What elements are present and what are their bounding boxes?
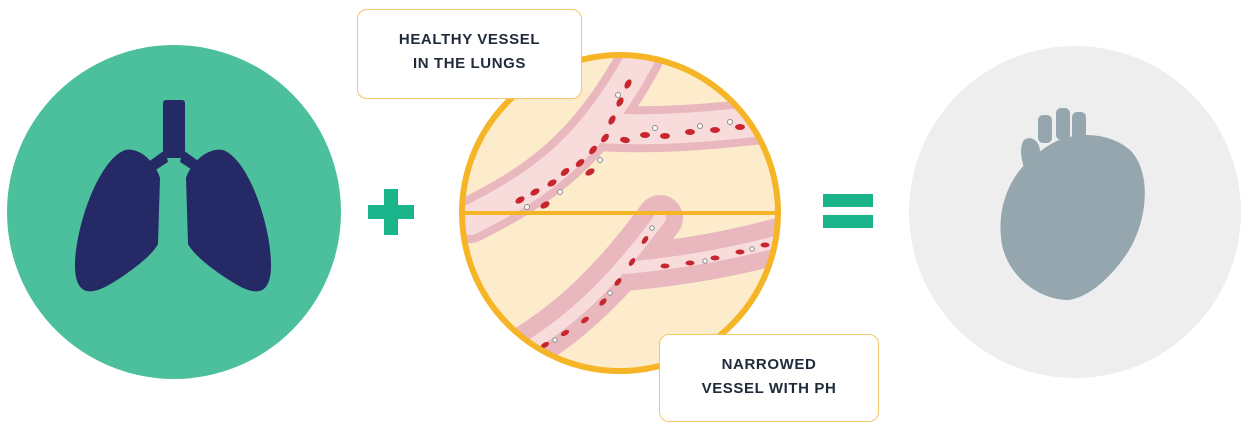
lungs-circle [7,45,341,379]
healthy-label-line2: IN THE LUNGS [358,52,581,76]
narrowed-vessel-callout: NARROWED VESSEL WITH PH [659,334,879,422]
narrowed-label-line2: VESSEL WITH PH [660,377,878,401]
healthy-vessel-callout: HEALTHY VESSEL IN THE LUNGS [357,9,582,99]
equals-sign [823,194,873,228]
vessel-magnifier [462,55,790,380]
plus-sign [368,189,414,235]
narrowed-label-line1: NARROWED [660,353,878,377]
healthy-label-line1: HEALTHY VESSEL [358,28,581,52]
